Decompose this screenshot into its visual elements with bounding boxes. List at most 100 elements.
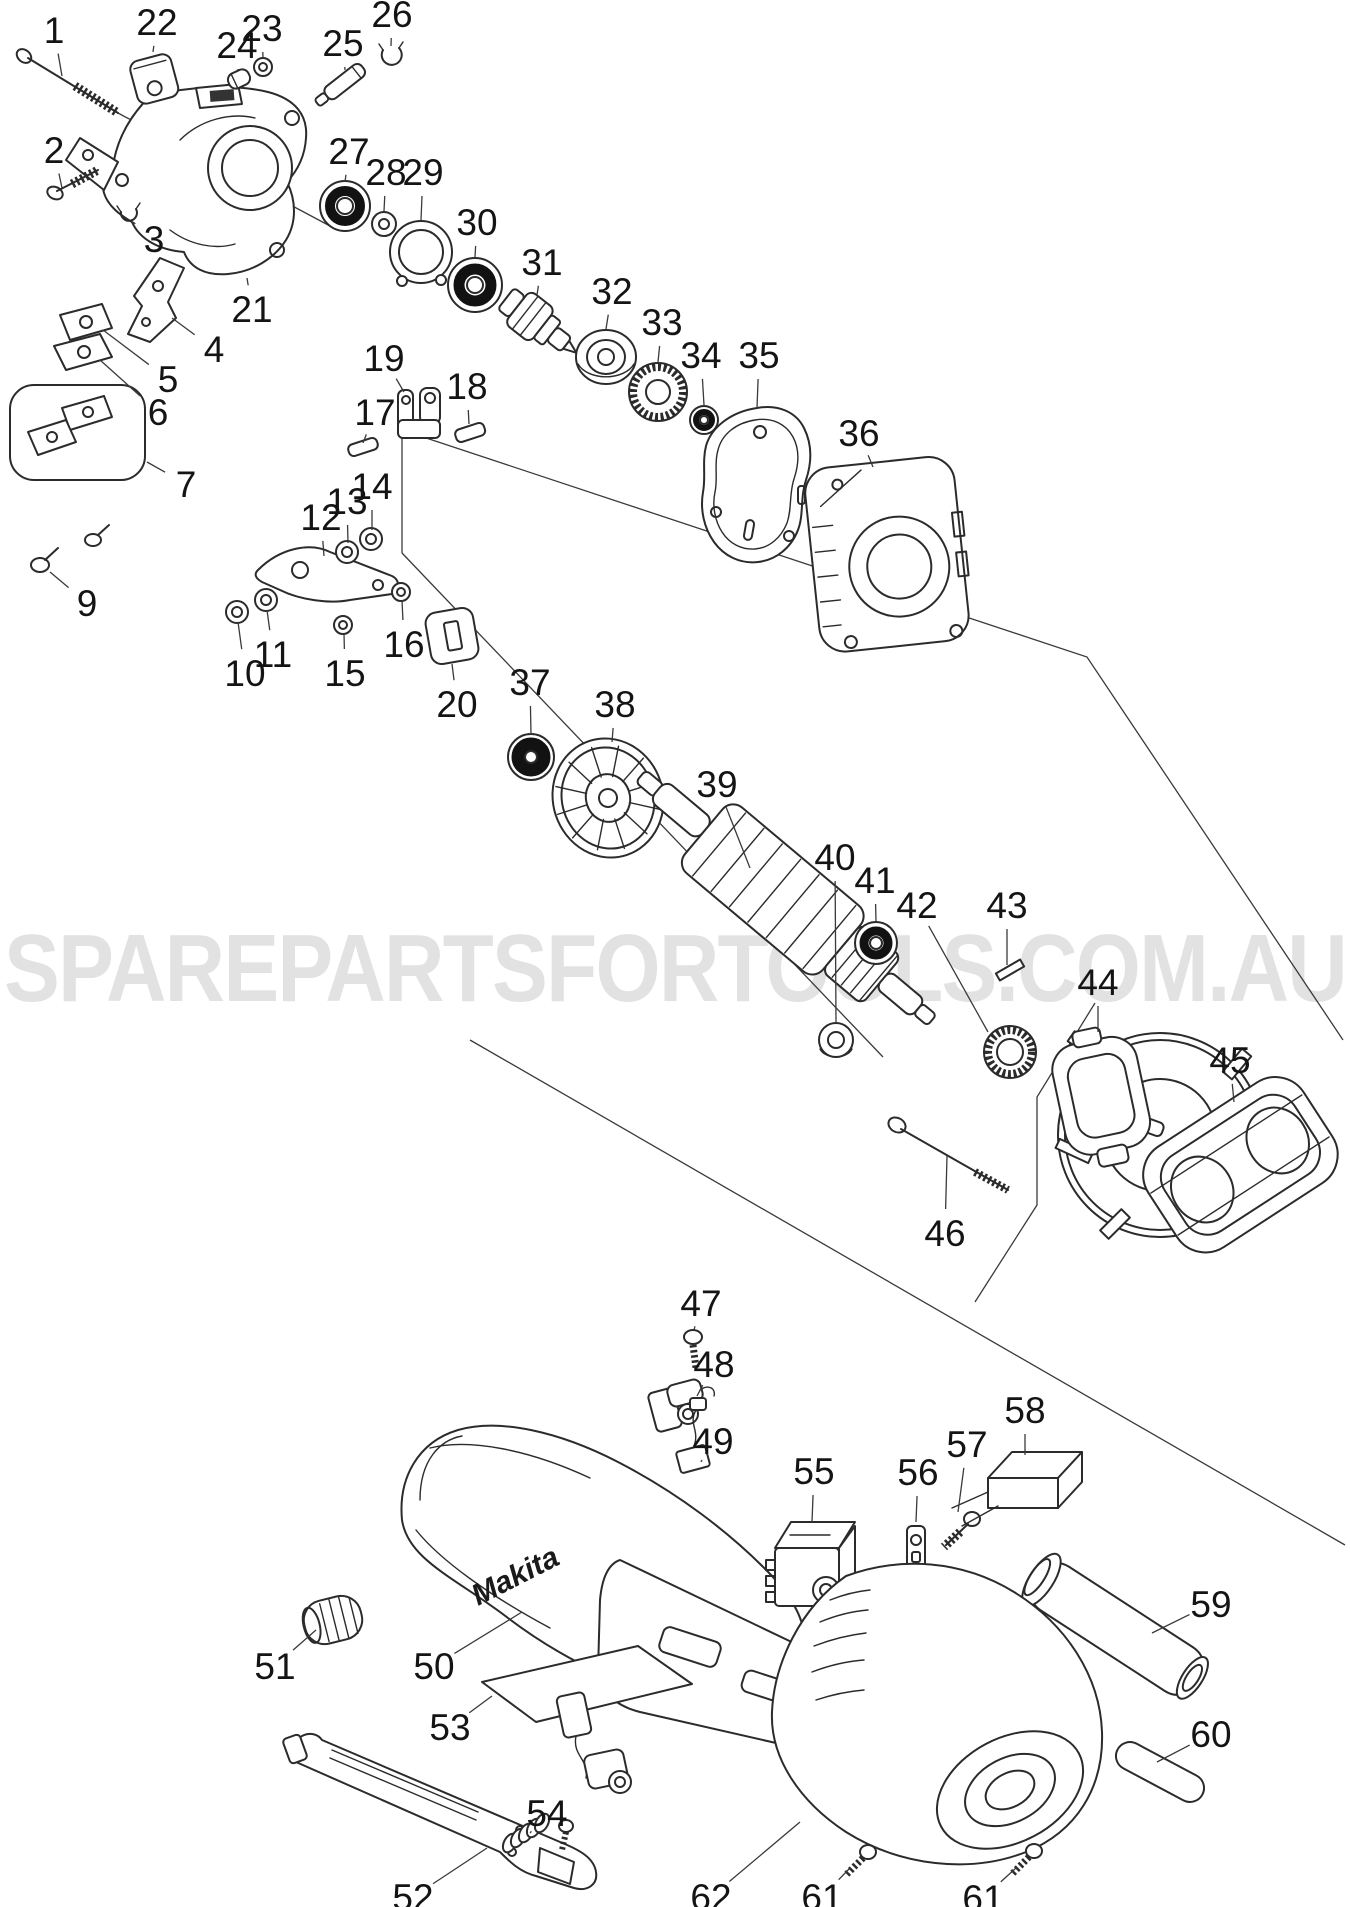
part-39-leader	[725, 806, 751, 869]
part-25-drawing	[314, 62, 367, 107]
part-52-drawing	[282, 1732, 598, 1890]
part-36-leader	[867, 454, 874, 468]
part-59-drawing	[1021, 1552, 1209, 1700]
part-29-leader	[420, 195, 423, 221]
part-35-leader	[756, 378, 759, 409]
part-49-label: 49	[692, 1421, 733, 1462]
part-60-leader	[1156, 1744, 1190, 1763]
part-14-drawing	[359, 527, 383, 551]
part-5-label: 5	[158, 359, 179, 400]
part-33-drawing	[628, 362, 688, 422]
part-61-2-leader	[1000, 1867, 1017, 1883]
part-34-drawing	[689, 405, 719, 435]
part-18-label: 18	[446, 366, 487, 407]
part-30-drawing	[447, 257, 503, 313]
part-37-label: 37	[509, 662, 550, 703]
part-59-label: 59	[1190, 1584, 1231, 1625]
part-20-label: 20	[436, 684, 477, 725]
part-60-label: 60	[1190, 1714, 1231, 1755]
part-56-label: 56	[897, 1452, 938, 1493]
part-26-label: 26	[371, 0, 412, 35]
part-55-drawing	[765, 1521, 856, 1607]
part-9-drawing	[30, 524, 110, 573]
part-62-leader	[728, 1821, 801, 1883]
part-34-leader	[701, 378, 705, 406]
part-29-label: 29	[402, 152, 443, 193]
part-3-drawing	[116, 202, 141, 222]
part-46-leader	[944, 1155, 948, 1210]
part-16-label: 16	[383, 624, 424, 665]
part-12-drawing	[254, 546, 399, 603]
part-61-drawing	[842, 1843, 1043, 1879]
part-55-label: 55	[793, 1451, 834, 1492]
part-29-drawing	[389, 220, 453, 287]
part-16-leader	[401, 599, 404, 621]
part-28-drawing	[371, 211, 397, 237]
part-44-label: 44	[1077, 962, 1118, 1003]
part-51-leader	[292, 1629, 317, 1651]
part-43-label: 43	[986, 885, 1027, 926]
part-2-drawing	[46, 166, 101, 201]
brush-assembly-lower-drawing	[555, 1691, 632, 1794]
part-3-leader	[132, 221, 136, 225]
part-46-label: 46	[924, 1213, 965, 1254]
part-4-drawing	[127, 257, 185, 343]
part-5-leader	[102, 329, 150, 366]
part-21-label: 21	[231, 289, 272, 330]
part-15-drawing	[333, 615, 353, 635]
part-62-label: 62	[690, 1877, 731, 1907]
part-51-label: 51	[254, 1646, 295, 1687]
part-30-label: 30	[456, 202, 497, 243]
part-50-label: 50	[413, 1646, 454, 1687]
part-53-label: 53	[429, 1707, 470, 1748]
part-27-leader	[344, 174, 347, 183]
part-24-label: 24	[216, 25, 257, 66]
part-53-leader	[468, 1695, 493, 1714]
part-38-leader	[611, 727, 614, 743]
part-19-drawing	[397, 387, 441, 439]
part-11-label: 11	[254, 634, 292, 675]
part-26-drawing	[378, 41, 404, 66]
part-48-label: 48	[693, 1344, 734, 1385]
part-40-drawing	[818, 1022, 854, 1058]
part-2-label: 2	[44, 130, 65, 171]
part-21-drawing	[65, 83, 308, 276]
part-30-leader	[474, 245, 477, 258]
part-57-leader	[957, 1467, 965, 1513]
part-11-leader	[266, 609, 271, 631]
part-32-drawing	[575, 329, 637, 385]
part-46-drawing	[887, 1116, 1010, 1194]
part-9-label: 9	[77, 583, 98, 624]
part-48-leader	[696, 1384, 704, 1397]
part-13-drawing	[335, 540, 359, 564]
part-62-drawing	[770, 1562, 1104, 1866]
part-52-label: 52	[392, 1877, 433, 1907]
part-31-drawing	[498, 288, 578, 354]
part-33-label: 33	[641, 302, 682, 343]
part-53-drawing	[481, 1645, 693, 1723]
part-12-label: 12	[300, 497, 341, 538]
part-10-label: 10	[224, 653, 265, 694]
part-13-label: 13	[326, 481, 367, 522]
part-28-leader	[383, 195, 386, 212]
part-16-drawing	[391, 582, 411, 602]
part-61-2-label: 61	[962, 1878, 1003, 1907]
part-36-label: 36	[838, 413, 879, 454]
part-6-drawing	[53, 333, 113, 371]
part-37-leader	[529, 705, 532, 736]
part-14-label: 14	[351, 466, 392, 507]
part-44-drawing	[1051, 1026, 1152, 1168]
part-22-label: 22	[136, 2, 177, 43]
part-49-drawing	[675, 1397, 711, 1474]
part-47-leader	[693, 1326, 696, 1331]
part-17-drawing	[347, 436, 379, 458]
part-54-leader	[529, 1830, 532, 1834]
part-19-leader	[395, 378, 405, 393]
part-38-label: 38	[594, 684, 635, 725]
part-39-label: 39	[696, 764, 737, 805]
part-3-label: 3	[144, 219, 165, 260]
part-drawings: Makita	[9, 41, 1339, 1890]
part-35-label: 35	[738, 335, 779, 376]
part-57-drawing	[940, 1511, 981, 1551]
